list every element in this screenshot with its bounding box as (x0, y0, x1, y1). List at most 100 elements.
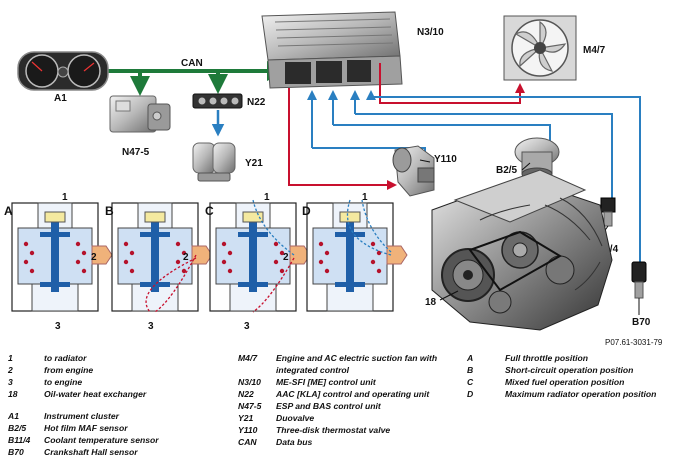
legend-item: N47-5 ESP and BAS control unit (238, 400, 458, 412)
duovalve (192, 142, 236, 182)
thermostat-valve (392, 145, 435, 197)
y110-label: Y110 (434, 154, 457, 165)
legend-key: Y21 (238, 413, 254, 423)
legend-key: 3 (8, 377, 13, 387)
legend-text: Short-circuit operation position (505, 365, 634, 375)
legend-text: Coolant temperature sensor (44, 435, 159, 445)
legend-text: Crankshaft Hall sensor (44, 447, 138, 457)
legend-item: B70 Crankshaft Hall sensor (8, 446, 228, 458)
legend-item: D Maximum radiator operation position (467, 388, 672, 400)
legend-column-2: M4/7 Engine and AC electric suction fan w… (238, 352, 458, 448)
panel-d-letter: D (302, 204, 311, 218)
legend-item: B2/5 Hot film MAF sensor (8, 422, 228, 434)
legend-item: 1 to radiator (8, 352, 228, 364)
legend-text: Instrument cluster (44, 411, 119, 421)
panel-c-port-2: 2 (283, 252, 289, 263)
legend-item: Y21 Duovalve (238, 412, 458, 424)
m4-7-label: M4/7 (583, 45, 606, 56)
legend-text: ESP and BAS control unit (276, 401, 381, 411)
legend-item: A1 Instrument cluster (8, 410, 228, 422)
legend-text: Data bus (276, 437, 313, 447)
legend-key: B11/4 (8, 435, 31, 445)
coolant-temp-sensor (594, 197, 616, 246)
legend-text: to radiator (44, 353, 87, 363)
panel-c-port-1: 1 (264, 192, 270, 203)
suction-fan (503, 15, 577, 81)
legend-text: Full throttle position (505, 353, 589, 363)
legend-text: from engine (44, 365, 94, 375)
legend-text: Engine and AC electric suction fan with … (276, 353, 438, 375)
panel-a-port-2: 2 (91, 252, 97, 263)
engine (431, 169, 613, 331)
legend-key: A1 (8, 411, 19, 421)
y21-label: Y21 (245, 158, 263, 169)
can-label: CAN (181, 58, 203, 69)
blue-sensor-lines (307, 90, 641, 262)
thermostat-panel-c (209, 199, 311, 313)
maf-sensor (514, 137, 560, 181)
legend-key: C (467, 377, 474, 387)
legend-key: N3/10 (238, 377, 261, 387)
legend-text: ME-SFI [ME] control unit (276, 377, 376, 387)
legend-key: M4/7 (238, 353, 258, 363)
legend-text: Oil-water heat exchanger (44, 389, 147, 399)
legend-text: Maximum radiator operation position (505, 389, 657, 399)
legend-item: B Short-circuit operation position (467, 364, 672, 376)
panel-b-letter: B (105, 204, 114, 218)
legend-key: 1 (8, 353, 13, 363)
can-bus (91, 61, 287, 96)
thermostat-panel-b (111, 202, 213, 313)
panel-a-port-1: 1 (62, 192, 68, 203)
b2-5-label: B2/5 (496, 165, 518, 176)
legend-item: 2 from engine (8, 364, 228, 376)
legend-key: A (467, 353, 474, 363)
legend-key: N47-5 (238, 401, 262, 411)
part-18-label: 18 (425, 297, 437, 308)
panel-b-port-2: 2 (183, 252, 189, 263)
legend-item: CAN Data bus (238, 436, 458, 448)
legend-key: D (467, 389, 474, 399)
panel-c-letter: C (205, 204, 214, 218)
panel-b-port-3: 3 (148, 321, 154, 332)
legend-item: M4/7 Engine and AC electric suction fan w… (238, 352, 458, 376)
aac-control-unit (192, 93, 243, 109)
legend-item: B11/4 Coolant temperature sensor (8, 434, 228, 446)
a1-label: A1 (54, 93, 67, 104)
y110-leader (419, 159, 431, 163)
legend-item: 18 Oil-water heat exchanger (8, 388, 228, 400)
panel-a-letter: A (4, 204, 13, 218)
legend-text: Duovalve (276, 413, 315, 423)
panel-d-port-1: 1 (362, 192, 368, 203)
legend-key: B70 (8, 447, 24, 457)
thermostat-panel-d (306, 199, 408, 312)
legend-item: A Full throttle position (467, 352, 672, 364)
legend-key: B2/5 (8, 423, 27, 433)
legend-item: N3/10 ME-SFI [ME] control unit (238, 376, 458, 388)
n47-5-label: N47-5 (122, 147, 150, 158)
part-18-leader (439, 290, 459, 301)
legend-key: CAN (238, 437, 257, 447)
legend-text: AAC [KLA] control and operating unit (276, 389, 430, 399)
n3-10-label: N3/10 (417, 27, 444, 38)
me-control-unit (261, 11, 403, 89)
crankshaft-sensor (631, 261, 647, 315)
legend-key: 18 (8, 389, 18, 399)
panel-c-port-3: 3 (244, 321, 250, 332)
legend-column-3: A Full throttle position B Short-circuit o… (467, 352, 672, 400)
n22-label: N22 (247, 97, 266, 108)
legend-key: B (467, 365, 474, 375)
red-control-lines (288, 63, 525, 190)
legend-key: Y110 (238, 425, 258, 435)
legend-text: Hot film MAF sensor (44, 423, 128, 433)
thermostat-panel-a (11, 202, 113, 312)
instrument-cluster (17, 51, 109, 91)
panel-a-port-3: 3 (55, 321, 61, 332)
reference-code: P07.61-3031-79 (605, 338, 663, 347)
legend-key: 2 (8, 365, 13, 375)
thermostat-panels (11, 199, 408, 313)
